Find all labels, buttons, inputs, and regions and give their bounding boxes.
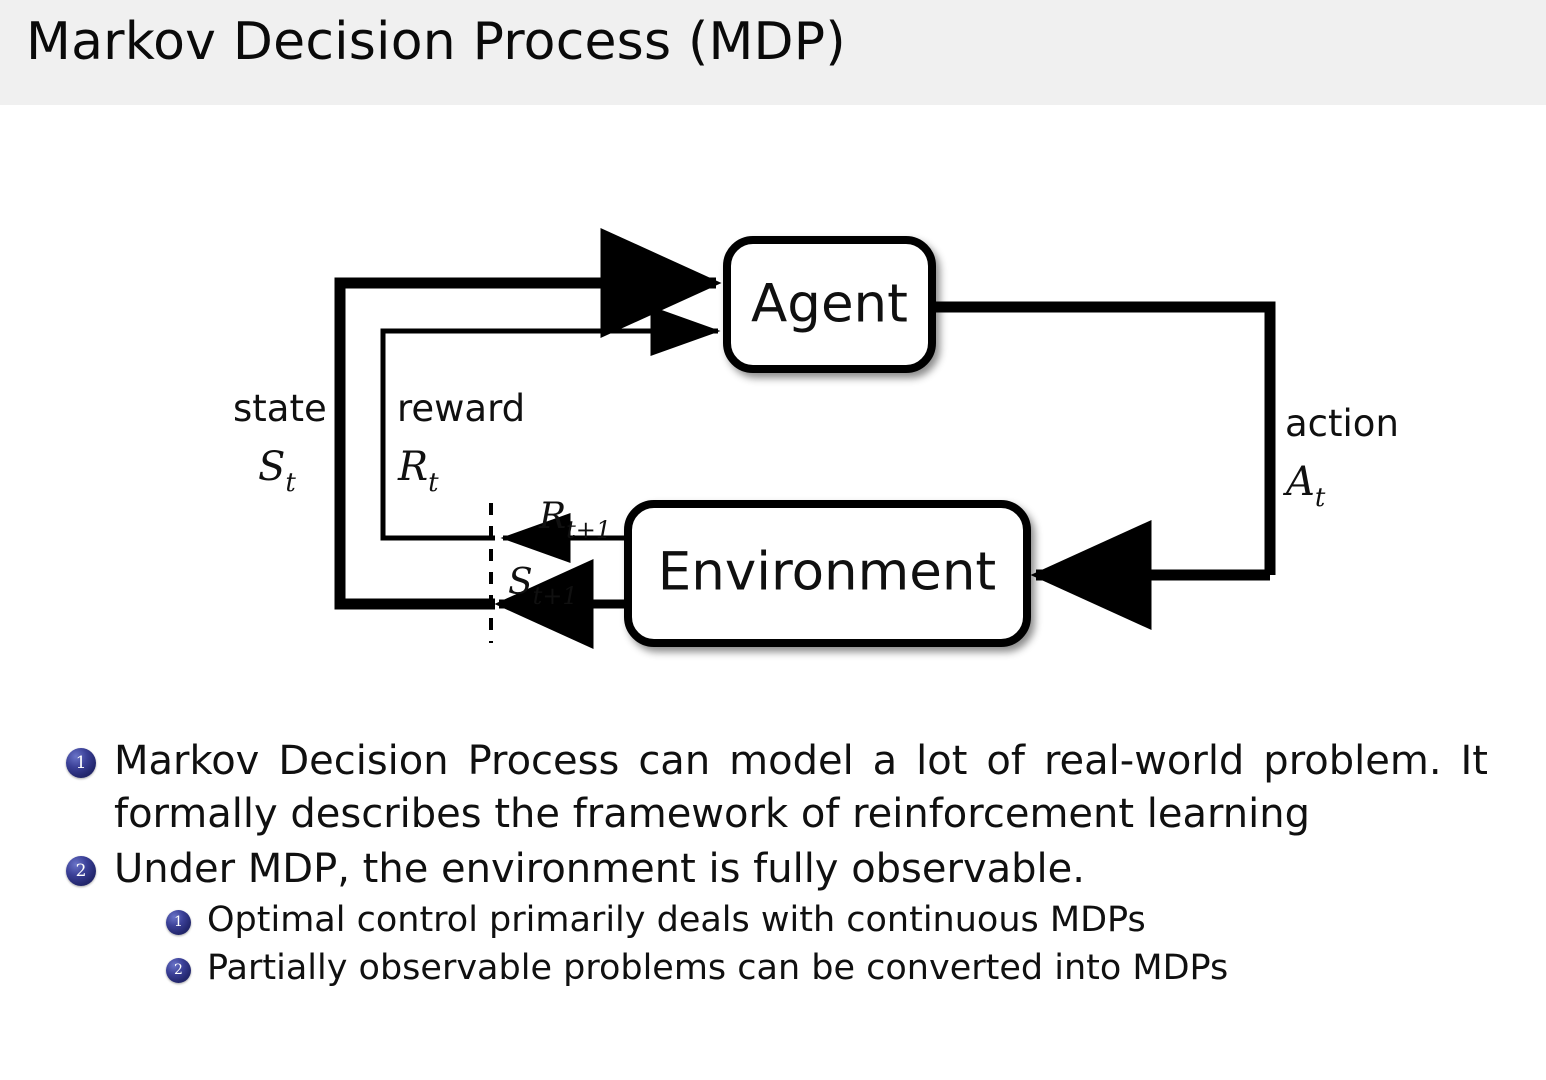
label-state: state St <box>233 387 327 498</box>
node-agent: Agent <box>723 236 936 373</box>
edge-reward-loop <box>380 306 721 563</box>
state-symbol: S <box>258 444 285 490</box>
reward-symbol: R <box>397 444 428 490</box>
sub-bullet-text-2: Partially observable problems can be con… <box>207 947 1229 988</box>
reward-word: reward <box>397 387 525 430</box>
action-subscript: t <box>1315 483 1326 513</box>
label-action: action At <box>1282 402 1399 513</box>
state-next-symbol: S <box>508 562 533 603</box>
svg-text:At: At <box>1282 459 1326 513</box>
sub-bullet-text-1: Optimal control primarily deals with con… <box>207 900 1146 941</box>
label-state-next: St+1 <box>508 562 578 610</box>
state-word: state <box>233 387 327 430</box>
reward-subscript: t <box>428 468 439 498</box>
svg-text:St: St <box>258 444 296 498</box>
label-reward-next: Rt+1 <box>538 496 611 544</box>
list-item: 2 Partially observable problems can be c… <box>0 945 1546 993</box>
bullet-list: 1 Markov Decision Process can model a lo… <box>0 735 1546 993</box>
action-word: action <box>1285 402 1399 445</box>
bullet-marker-1: 1 <box>66 748 96 778</box>
sub-bullet-marker-1: 1 <box>166 910 191 936</box>
node-environment: Environment <box>624 500 1031 647</box>
svg-text:Rt+1: Rt+1 <box>538 496 611 544</box>
svg-text:Rt: Rt <box>397 444 439 498</box>
page-title: Markov Decision Process (MDP) <box>26 12 846 72</box>
sub-bullet-marker-2: 2 <box>166 957 191 983</box>
label-reward: reward Rt <box>397 387 525 498</box>
list-item: 1 Optimal control primarily deals with c… <box>0 897 1546 945</box>
bullet-text-1: Markov Decision Process can model a lot … <box>114 738 1488 837</box>
environment-label: Environment <box>658 542 996 603</box>
edge-state-loop <box>334 228 722 649</box>
action-symbol: A <box>1282 459 1315 505</box>
reward-next-symbol: R <box>538 496 566 537</box>
slide-header-band: Markov Decision Process (MDP) <box>0 0 1546 105</box>
edge-action-loop <box>928 301 1276 630</box>
agent-label: Agent <box>751 274 908 335</box>
svg-text:St+1: St+1 <box>508 562 578 610</box>
state-next-subscript: t+1 <box>533 582 578 610</box>
mdp-diagram: Agent Environment state St reward Rt act… <box>0 105 1546 705</box>
state-subscript: t <box>285 468 296 498</box>
list-item: 1 Markov Decision Process can model a lo… <box>0 735 1546 841</box>
list-item: 2 Under MDP, the environment is fully ob… <box>0 843 1546 896</box>
bullet-text-2: Under MDP, the environment is fully obse… <box>114 845 1085 892</box>
reward-next-subscript: t+1 <box>566 516 611 544</box>
bullet-marker-2: 2 <box>66 855 96 886</box>
